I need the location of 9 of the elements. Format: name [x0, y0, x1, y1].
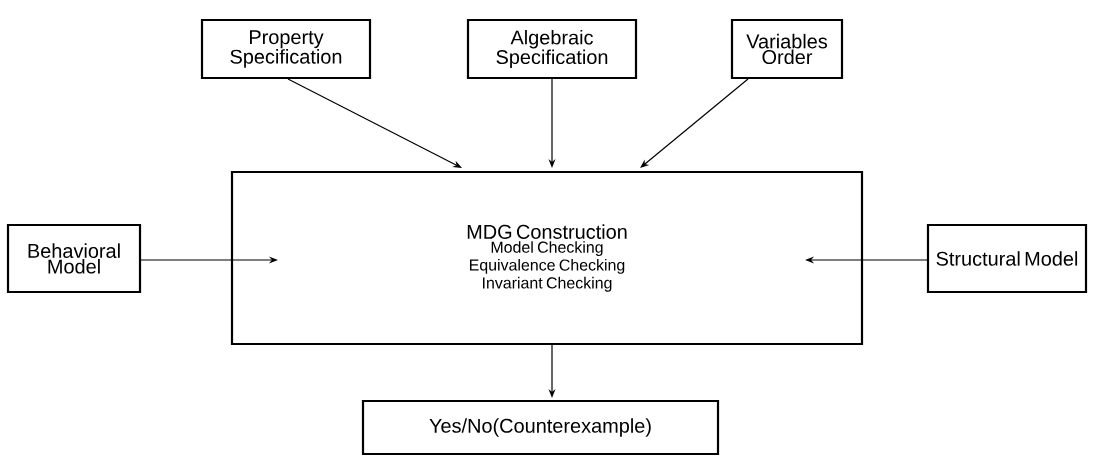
process-box: Structural Model — [926, 223, 1088, 294]
process-box: Algebraic Specification — [466, 18, 638, 80]
process-box: Yes/No(Counterexample) — [361, 399, 720, 456]
process-box: Property Specification — [200, 18, 372, 80]
arrow — [287, 78, 462, 168]
arrow — [640, 78, 749, 168]
process-box: Variables Order — [730, 18, 844, 80]
main-process-box: MDG Construction Model Checking Equivalence Checking Invariant Checking — [230, 170, 864, 346]
process-box: Behavioral Model — [6, 223, 142, 294]
